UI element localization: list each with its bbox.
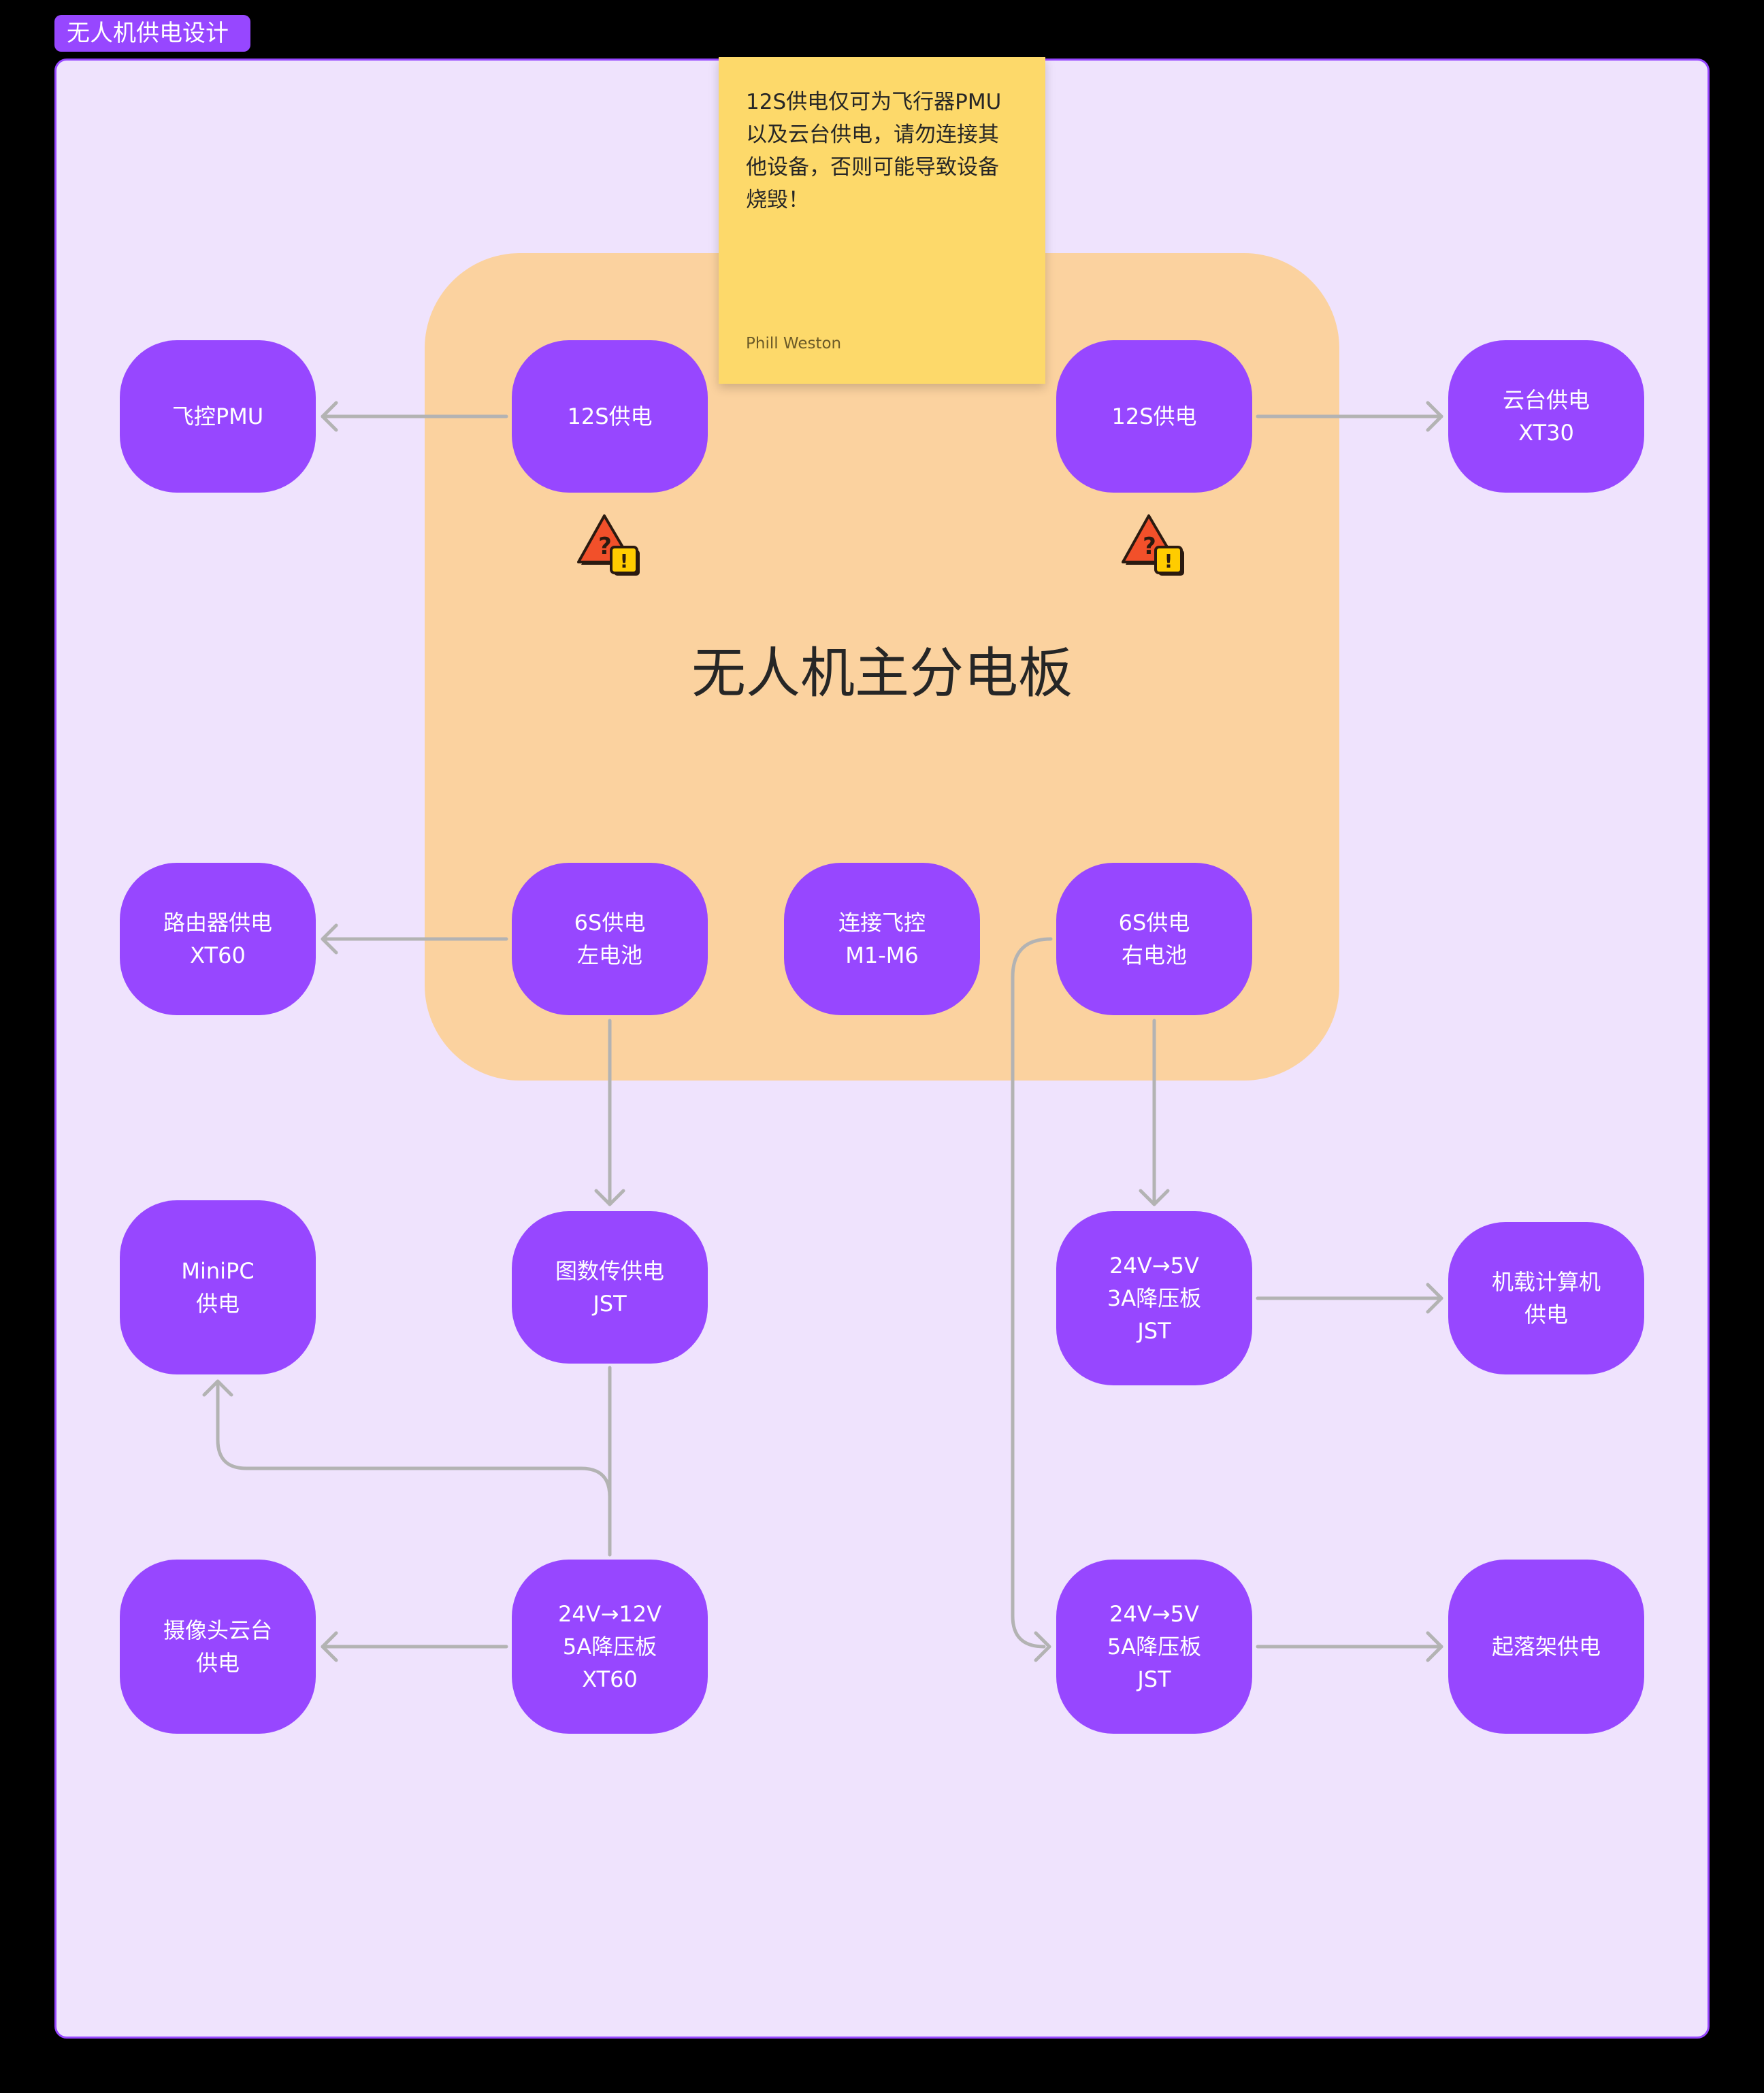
- node-buck-5a[interactable]: 24V→5V 5A降压板 JST: [1056, 1560, 1252, 1734]
- node-flight-pmu[interactable]: 飞控PMU: [120, 340, 316, 493]
- warning-triangle-icon: ? !: [577, 514, 640, 576]
- node-buck-3a[interactable]: 24V→5V 3A降压板 JST: [1056, 1211, 1252, 1385]
- node-fc-m1-m6[interactable]: 连接飞控 M1-M6: [784, 863, 980, 1015]
- node-6s-right[interactable]: 6S供电 右电池: [1056, 863, 1252, 1015]
- arrowhead: [202, 1379, 233, 1397]
- sticky-note-author: Phill Weston: [746, 335, 842, 352]
- arrowhead: [1426, 401, 1443, 432]
- arrowhead: [1426, 1283, 1443, 1314]
- warning-triangle-icon: ? !: [1122, 514, 1184, 576]
- frame-label[interactable]: 无人机供电设计: [54, 15, 250, 52]
- connector-6s-to-5a-buck: [1011, 937, 1053, 1649]
- node-onboard-pc[interactable]: 机载计算机 供电: [1448, 1222, 1644, 1374]
- node-landing-gear[interactable]: 起落架供电: [1448, 1560, 1644, 1734]
- node-12s-left[interactable]: 12S供电: [512, 340, 708, 493]
- node-vtx-jst[interactable]: 图数传供电 JST: [512, 1211, 708, 1364]
- node-minipc[interactable]: MiniPC 供电: [120, 1200, 316, 1374]
- node-6s-left[interactable]: 6S供电 左电池: [512, 863, 708, 1015]
- arrowhead: [1139, 1189, 1170, 1206]
- node-buck-12v[interactable]: 24V→12V 5A降压板 XT60: [512, 1560, 708, 1734]
- arrowhead: [321, 1631, 338, 1662]
- svg-text:!: !: [1164, 550, 1173, 572]
- sticky-note-text: 12S供电仅可为飞行器PMU以及云台供电，请勿连接其他设备，否则可能导致设备烧毁…: [746, 90, 1002, 212]
- sticky-note[interactable]: 12S供电仅可为飞行器PMU以及云台供电，请勿连接其他设备，否则可能导致设备烧毁…: [719, 57, 1045, 384]
- arrowhead: [594, 1189, 625, 1206]
- board-title: 无人机主分电板: [691, 642, 1073, 705]
- node-router-xt60[interactable]: 路由器供电 XT60: [120, 863, 316, 1015]
- node-gimbal-xt30[interactable]: 云台供电 XT30: [1448, 340, 1644, 493]
- svg-text:?: ?: [598, 533, 612, 560]
- node-camera-gimbal[interactable]: 摄像头云台 供电: [120, 1560, 316, 1734]
- connector-branch-to-minipc: [216, 1379, 612, 1499]
- arrowhead: [1034, 1631, 1051, 1662]
- arrowhead: [321, 923, 338, 955]
- arrowhead: [321, 401, 338, 432]
- svg-text:?: ?: [1143, 533, 1156, 560]
- node-12s-right[interactable]: 12S供电: [1056, 340, 1252, 493]
- svg-text:!: !: [620, 550, 629, 572]
- arrowhead: [1426, 1631, 1443, 1662]
